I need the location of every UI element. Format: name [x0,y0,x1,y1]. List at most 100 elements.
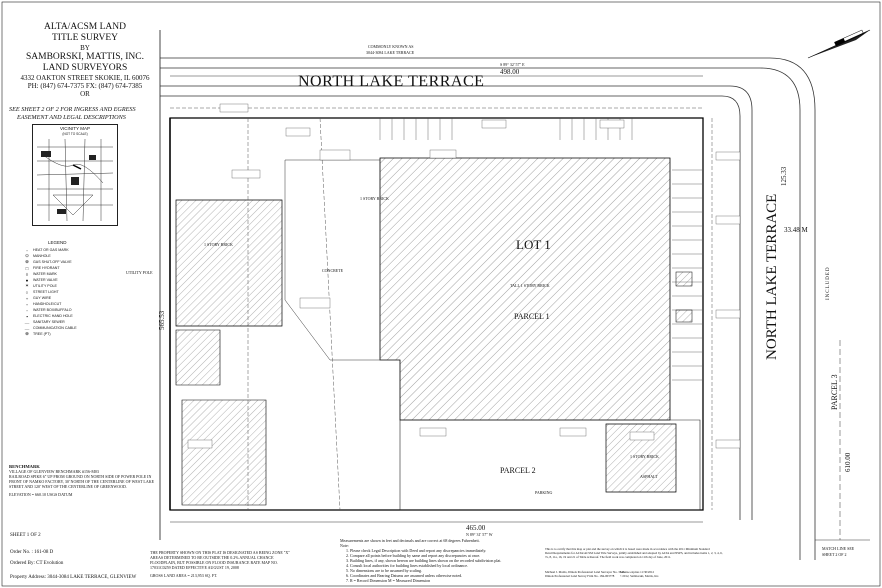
surveyor-name: Michael J. Mattis, Illinois Professional… [545,570,625,574]
company-or: OR [80,90,90,98]
title-line-2: TITLE SURVEY [52,33,118,43]
parcel-2-label: PARCEL 2 [500,466,536,475]
benchmark-elevation: ELEVATION = 660.10 USGS DATUM [9,492,73,497]
surveyor-firm: Illinois Professional Land Survey Firm N… [545,574,615,578]
legend-symbol-icon: ○ [25,289,29,295]
legend-label: ELECTRIC HAND HOLE [33,314,73,318]
company-sub: LAND SURVEYORS [42,63,128,73]
order-number: Order No. : 161-08 D [10,550,54,555]
license-expiry: License expires 11/30/2012 [620,570,655,574]
sheet-note-line-1: SEE SHEET 2 OF 2 FOR INGRESS AND EGRESS [9,106,136,113]
benchmark-line-2: RAILROAD SPIKE 6" UP FROM GROUND ON NORT… [9,474,152,479]
lot-label: LOT 1 [516,237,551,252]
legend-label: MANHOLE [33,254,51,258]
gross-area: GROSS LAND AREA = 213,953 SQ. FT. [150,573,218,578]
vicinity-map-drawing [36,138,114,222]
note-item: 6. Coordinates and Bearing Datums are as… [346,573,463,578]
legend-symbol-icon: ▫ [26,301,28,307]
legend-symbol-icon: ● [25,277,29,283]
benchmark-line-4: STREET AND 120' WEST OF THE CENTERLINE O… [9,484,127,489]
east-distance-low: 610.00 [844,452,852,472]
note-item: 5. No dimensions are to be assumed by sc… [346,568,422,573]
legend-symbol-icon: — [24,325,30,331]
cert-line-2: Detail Requirements for ALTA/ACSM Land T… [545,551,723,555]
parcel-3-label: PARCEL 3 [830,374,839,410]
benchmark-line-1: VILLAGE OF GLENVIEW BENCHMARK #156-M03 [9,469,99,474]
legend-symbol-icon: ⊗ [25,259,29,264]
cert-line-1: This is to certify that this map or plat… [545,547,710,551]
property-address: Property Address: 3044-3084 LAKE TERRACE… [10,575,137,580]
legend-label: WATER MARK [33,272,57,276]
ordered-by: Ordered By: CT Evolution [10,561,64,566]
notes-label: Note: [340,543,349,548]
note-item: 4. Consult local authorities for buildin… [346,563,468,568]
legend-item: ⊙ MANHOLE [24,253,114,259]
west-building-annex [175,329,221,386]
title-by: BY [80,44,90,52]
legend-item: ● WATER VALVE [24,277,114,283]
southwest-building [181,399,267,506]
building-west-label: 1 STORY BRICK [204,242,233,247]
legend-item: ◦ WATER BOX/BUFFALO [24,307,114,313]
copyright: ©2012, Samborski, Mattis, Inc. [620,574,660,578]
sheet-note: SEE SHEET 2 OF 2 FOR INGRESS AND EGRESS … [9,106,136,122]
legend-symbol-icon: ◦ [26,307,28,313]
notes-list: 1. Please check Legal Description with D… [340,548,501,583]
main-building [379,157,671,421]
drive-area [284,159,381,361]
legend-item: ◦ HEAT OR GAS MARK [24,247,114,253]
building-se-label: 1 STORY BRICK [630,454,659,459]
legend-symbol-icon: + [25,295,29,301]
legend-symbol-icon: ⊙ [25,253,29,258]
notes-heading: Measurements are shown in feet and decim… [340,538,480,543]
legend-label: GAS SHUT-OFF VALVE [33,260,72,264]
sheet-note-line-2: EASEMENT AND LEGAL DESCRIPTIONS [17,114,126,121]
building-main-label: 1 STORY BRICK [360,196,389,201]
asphalt-label: ASPHALT [640,474,658,479]
north-distance: 498.00 [500,68,520,76]
vicinity-map: VICINITY MAP (NOT TO SCALE) [32,124,118,226]
legend-symbol-icon: ◦ [26,247,28,253]
note-item: 1. Please check Legal Description with D… [346,548,487,553]
match-line-label-2: SHEET 2 OF 2 [822,552,847,557]
legend: LEGEND ◦ HEAT OR GAS MARK ⊙ MANHOLE ⊗ GAS SHU… [24,240,114,337]
certification-block: This is to certify that this map or plat… [545,547,723,559]
address-label: 3044-3084 LAKE TERRACE [366,50,415,55]
street-name-north: NORTH LAKE TERRACE [298,73,485,90]
legend-item: □FIRE HYDRANT [24,265,114,271]
legend-symbol-icon: □ [25,265,29,271]
legend-label: HEAT OR GAS MARK [33,248,69,252]
benchmark: BENCHMARK VILLAGE OF GLENVIEW BENCHMARK … [9,464,154,497]
title-block: ALTA/ACSM LAND TITLE SURVEY BY SAMBORSKI… [10,22,160,98]
south-distance: 465.00 [466,524,486,532]
legend-title: LEGEND [48,240,67,245]
east-measured: 33.48 M [784,226,808,234]
legend-label: WATER VALVE [33,278,58,282]
building-main-label-2: TALL 1 STORY BRICK [510,283,550,288]
east-dock-2 [675,309,693,323]
company-address: 4332 OAKTON STREET SKOKIE, IL 60076 [20,74,150,82]
parking-label: PARKING [535,490,553,495]
benchmark-line-3: FRONT OF NAMKO FACTORY, 30' NORTH OF THE… [9,479,155,484]
north-bearing: S 89° 32' 57" E [500,62,525,67]
east-distance-top: 125.33 [780,166,788,186]
flood-line-2: AREAS DETERMINED TO BE OUTSIDE THE 0.2% … [150,555,274,560]
legend-symbol-icon: ◊ [25,271,29,277]
legend-symbol-icon: — [24,319,30,325]
legend-label: STREET LIGHT [33,290,59,294]
east-dock-1 [675,271,693,287]
legend-label: UTILITY POLE [33,284,57,288]
west-distance: 565.53 [158,310,166,330]
company-name: SAMBORSKI, MATTIS, INC. [26,52,144,62]
vicinity-map-title: VICINITY MAP [60,126,90,131]
concrete-label: CONCRETE [322,268,344,273]
note-item: 3. Building lines, if any, shown hereon … [346,558,502,563]
vicinity-map-subtitle: (NOT TO SCALE) [62,132,88,136]
utility-pole-label: UTILITY POLE [126,270,153,275]
legend-label: WATER BOX/BUFFALO [33,308,72,312]
sheet-number: SHEET 1 OF 2 [10,533,41,538]
callout-boxes [187,103,741,449]
